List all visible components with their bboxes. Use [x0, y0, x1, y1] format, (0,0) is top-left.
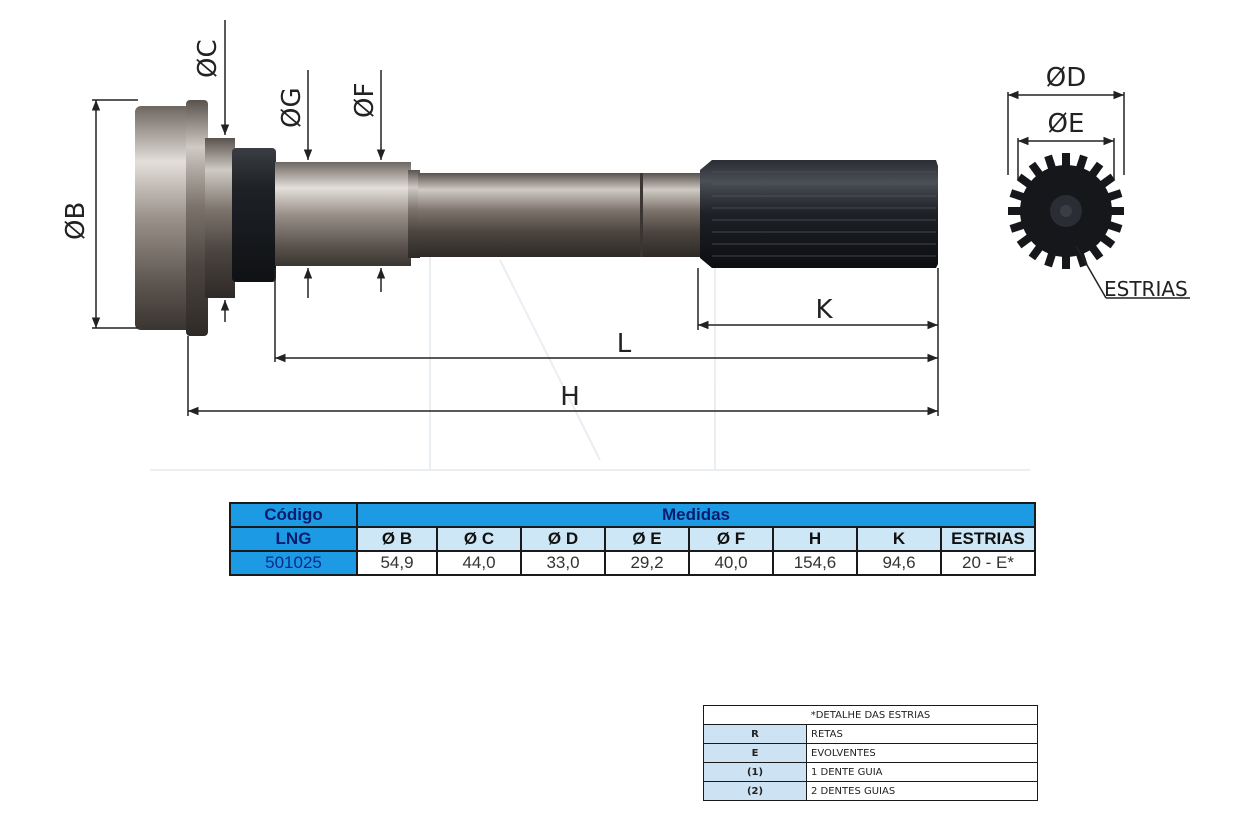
specs-header-row: Código Medidas: [229, 502, 1036, 528]
spline-tooth: [1028, 161, 1045, 180]
legend-row: (1) 1 DENTE GUIA: [703, 762, 1038, 782]
dimension-labels: ØC ØG ØF ØB K L H: [61, 39, 833, 412]
col-header: Ø D: [520, 526, 606, 552]
dim-label-h: H: [560, 382, 580, 412]
col-header: Ø C: [436, 526, 522, 552]
spline-tooth: [1028, 242, 1045, 261]
legend-key: (1): [703, 762, 807, 782]
spline-tooth: [1016, 232, 1035, 249]
table-cell: 94,6: [856, 550, 942, 576]
table-cell: 44,0: [436, 550, 522, 576]
spline-tooth: [1044, 154, 1057, 173]
flange-lip: [186, 100, 208, 336]
col-header: K: [856, 526, 942, 552]
dim-label-l: L: [617, 329, 632, 359]
legend-row: (2) 2 DENTES GUIAS: [703, 781, 1038, 801]
spline-tooth: [1104, 189, 1123, 202]
table-cell: 33,0: [520, 550, 606, 576]
spline-end-view: [1008, 153, 1124, 269]
table-cell: 40,0: [688, 550, 774, 576]
spline-tooth: [1087, 161, 1104, 180]
spline-legend-table: *DETALHE DAS ESTRIAS R RETAS E EVOLVENTE…: [703, 705, 1038, 801]
col-header: Ø B: [356, 526, 438, 552]
shaft-body: [418, 173, 703, 257]
spline-tooth: [1062, 153, 1070, 169]
specs-value-row: 501025 54,9 44,0 33,0 29,2 40,0 154,6 94…: [229, 550, 1036, 576]
legend-desc: RETAS: [806, 724, 1038, 744]
spline-tooth: [1104, 220, 1123, 233]
shaft: [135, 100, 938, 336]
specs-label-row: LNG Ø B Ø C Ø D Ø E Ø F H K ESTRIAS: [229, 526, 1036, 552]
seal-ring: [232, 148, 276, 282]
spline-tooth: [1097, 232, 1116, 249]
legend-title: *DETALHE DAS ESTRIAS: [703, 705, 1038, 725]
legend-desc: EVOLVENTES: [806, 743, 1038, 763]
col-header: H: [772, 526, 858, 552]
dim-label-phi-c: ØC: [193, 39, 223, 78]
legend-desc: 1 DENTE GUIA: [806, 762, 1038, 782]
dim-label-phi-d: ØD: [1046, 63, 1087, 93]
dimension-lines: [91, 20, 939, 416]
dim-label-phi-e: ØE: [1048, 109, 1085, 139]
legend-key: R: [703, 724, 807, 744]
spline-tooth: [1097, 173, 1116, 190]
spline-tooth: [1044, 249, 1057, 268]
watermark: [150, 240, 1030, 471]
medidas-header: Medidas: [356, 502, 1036, 528]
specs-table: Código Medidas LNG Ø B Ø C Ø D Ø E Ø F H…: [229, 502, 1036, 576]
spline-tooth: [1008, 207, 1024, 215]
legend-row: E EVOLVENTES: [703, 743, 1038, 763]
splined-end: [700, 160, 938, 268]
code-value: 501025: [229, 550, 358, 576]
spline-tooth: [1108, 207, 1124, 215]
end-view-dimensions: [1007, 90, 1190, 299]
legend-key: E: [703, 743, 807, 763]
spline-tooth: [1075, 249, 1088, 268]
table-cell: 29,2: [604, 550, 690, 576]
spline-tooth: [1062, 253, 1070, 269]
dim-label-k: K: [815, 295, 833, 325]
codigo-header: Código: [229, 502, 358, 528]
legend-desc: 2 DENTES GUIAS: [806, 781, 1038, 801]
neck-section: [275, 162, 411, 266]
table-cell: 154,6: [772, 550, 858, 576]
table-cell: 20 - E*: [940, 550, 1036, 576]
legend-row: R RETAS: [703, 724, 1038, 744]
lng-label: LNG: [229, 526, 358, 552]
spline-tooth: [1087, 242, 1104, 261]
end-view-labels: ØD ØE ESTRIAS: [1046, 63, 1188, 301]
col-header: ESTRIAS: [940, 526, 1036, 552]
spline-tooth: [1009, 220, 1028, 233]
legend-key: (2): [703, 781, 807, 801]
label-estrias: ESTRIAS: [1104, 277, 1188, 301]
col-header: Ø E: [604, 526, 690, 552]
flange: [135, 106, 191, 330]
dim-label-phi-g: ØG: [277, 87, 307, 128]
collar: [205, 138, 235, 298]
dim-label-phi-f: ØF: [350, 83, 380, 118]
spline-tooth: [1075, 154, 1088, 173]
table-cell: 54,9: [356, 550, 438, 576]
spline-tooth: [1009, 189, 1028, 202]
spline-tooth: [1016, 173, 1035, 190]
dim-label-phi-b: ØB: [61, 202, 91, 240]
col-header: Ø F: [688, 526, 774, 552]
step: [408, 170, 420, 258]
